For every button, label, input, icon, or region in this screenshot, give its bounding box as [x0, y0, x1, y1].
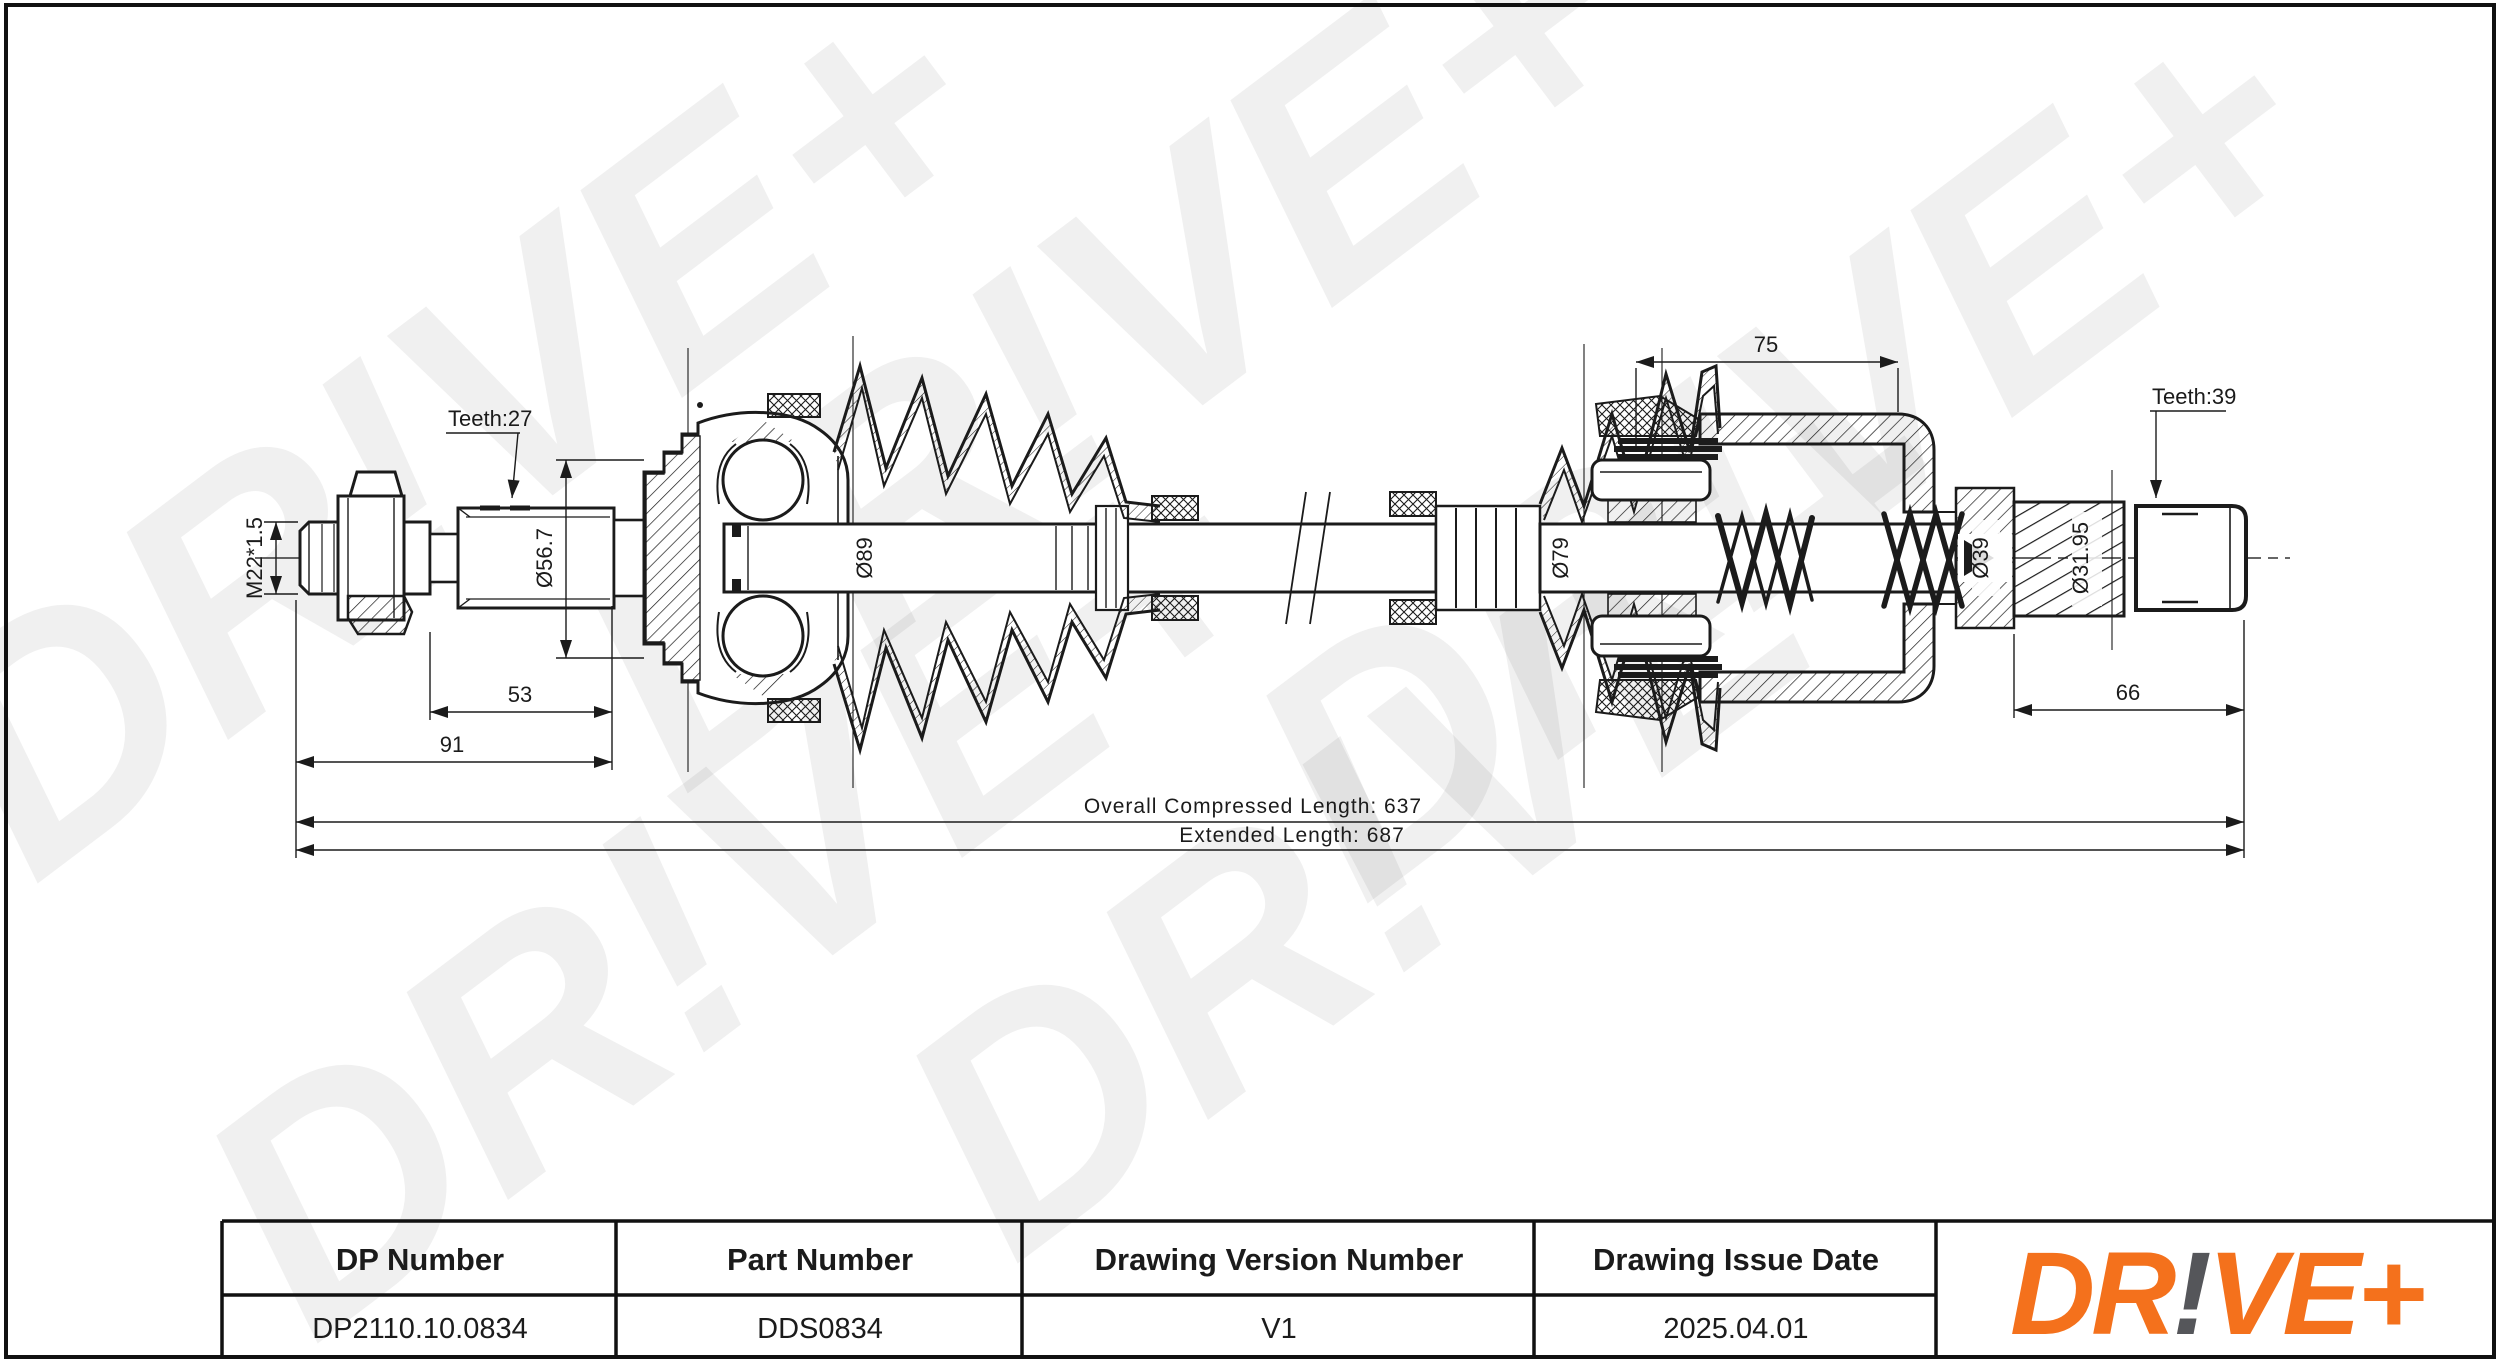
- dp-number-value: DP2110.10.0834: [312, 1313, 528, 1345]
- watermark-layer: DR!VE+ DR!VE+ DR!VE+ DR!VE+ DR!VE+: [0, 0, 2379, 1363]
- left-spline-section: [456, 505, 616, 610]
- boot-clamp: [767, 698, 821, 723]
- dia-79-label: Ø79: [1548, 537, 1573, 579]
- dia-56-7-label: Ø56.7: [532, 528, 557, 588]
- drawing-version-value: V1: [1261, 1313, 1296, 1345]
- logo-ve-plus: VE+: [2208, 1228, 2424, 1360]
- dim-53: 53: [508, 682, 532, 707]
- dp-number-header: DP Number: [336, 1242, 504, 1277]
- right-boot-small-end: [1389, 491, 1542, 625]
- teeth-right-label: Teeth:39: [2152, 384, 2236, 409]
- joint-springs: [1715, 502, 1965, 617]
- axle-shaft: [722, 491, 1438, 625]
- logo-exclamation: !: [2172, 1228, 2210, 1360]
- spline-step-ring: [612, 518, 646, 598]
- dia-89-label: Ø89: [852, 537, 877, 579]
- dia-39-label: Ø39: [1968, 537, 1993, 579]
- tripod-joint-housing: [1698, 412, 1956, 704]
- dim-75: 75: [1754, 332, 1778, 357]
- extended-length: Extended Length: 687: [1179, 824, 1405, 847]
- overall-compressed-length: Overall Compressed Length: 637: [1084, 795, 1422, 818]
- left-boot: [767, 360, 1199, 756]
- dimension-texts: Teeth:27 Teeth:39 M22*1.5 Ø56.7 Ø89 Ø79 …: [242, 332, 2236, 847]
- logo-dr: DR: [2010, 1228, 2176, 1360]
- page-border: [4, 3, 2496, 1359]
- drawing-date-header: Drawing Issue Date: [1593, 1242, 1879, 1277]
- right-spline-section: [2012, 500, 2126, 618]
- dim-91: 91: [440, 732, 464, 757]
- drawing-version-header: Drawing Version Number: [1095, 1242, 1464, 1277]
- boot-clamp: [1151, 495, 1199, 521]
- dim-66: 66: [2116, 680, 2140, 705]
- tripod-roller-top: [1590, 394, 1722, 523]
- part-number-header: Part Number: [727, 1242, 913, 1277]
- tripod-roller-bottom: [1590, 593, 1722, 722]
- teeth-left-label: Teeth:27: [448, 406, 532, 431]
- thread-size-label: M22*1.5: [242, 517, 267, 599]
- dia-31-95-label: Ø31.95: [2068, 522, 2093, 594]
- title-block: DP Number Part Number Drawing Version Nu…: [220, 1219, 2492, 1360]
- output-shaft: [1954, 486, 2248, 630]
- shaft-neck: [428, 532, 460, 584]
- dimension-layer: [264, 356, 2245, 858]
- drawing-date-value: 2025.04.01: [1663, 1313, 1808, 1345]
- outer-cv-joint: [642, 402, 850, 706]
- boot-clamp: [1151, 595, 1199, 621]
- part-number-value: DDS0834: [757, 1313, 883, 1345]
- staked-nut: [336, 470, 414, 636]
- boot-clamp: [767, 393, 821, 418]
- brand-logo: DR!VE+: [2010, 1228, 2424, 1360]
